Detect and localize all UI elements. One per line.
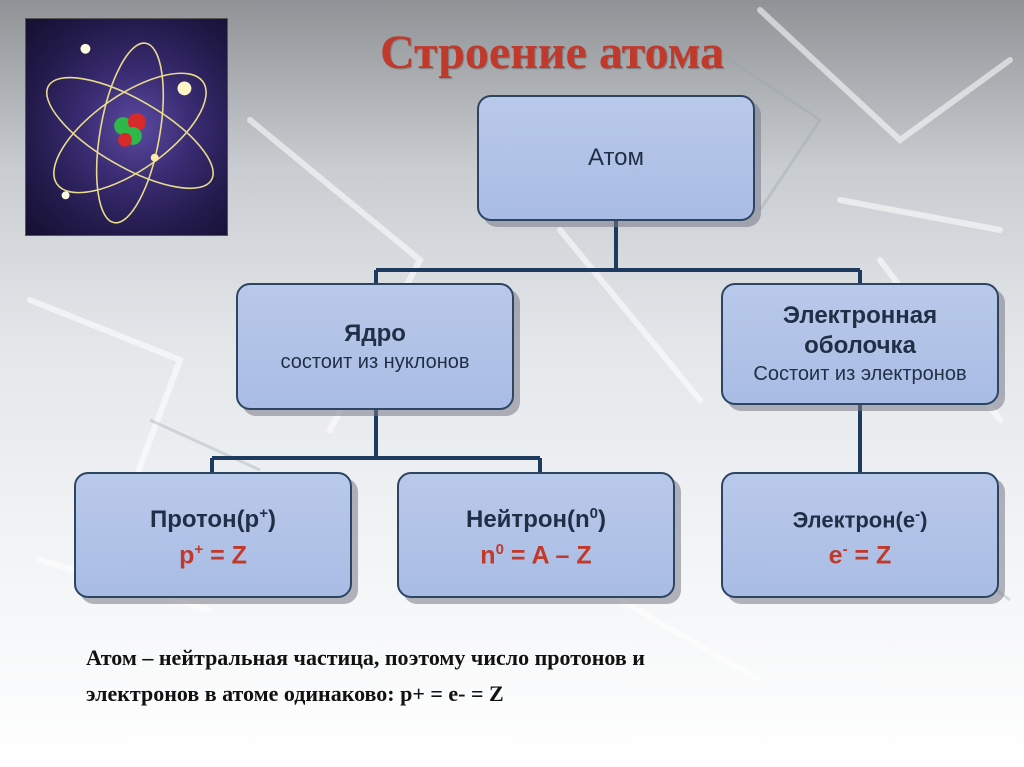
node-shell-subtitle: Состоит из электронов bbox=[753, 363, 967, 385]
node-electron: Электрон(e-) e- = Z bbox=[721, 472, 999, 598]
node-nucleus-label: Ядро bbox=[344, 319, 406, 347]
node-shell-label-line1: Электронная bbox=[782, 302, 938, 329]
node-electron-formula: e- = Z bbox=[828, 541, 892, 570]
conclusion-note-line1: Атом – нейтральная частица, поэтому числ… bbox=[86, 645, 645, 670]
node-proton: Протон(p+) p+ = Z bbox=[74, 472, 352, 598]
node-atom-label: Атом bbox=[587, 144, 645, 171]
node-neutron-label: Нейтрон(n0) bbox=[466, 505, 606, 534]
node-nucleus-subtitle: состоит из нуклонов bbox=[280, 350, 470, 373]
node-shell-label-line2: оболочка bbox=[804, 332, 916, 359]
node-electron-label: Электрон(e-) bbox=[792, 505, 928, 532]
node-proton-label: Протон(p+) bbox=[150, 505, 276, 534]
conclusion-note: Атом – нейтральная частица, поэтому числ… bbox=[86, 640, 986, 712]
node-neutron: Нейтрон(n0) n0 = A – Z bbox=[397, 472, 675, 598]
page-title: Строение атома bbox=[380, 26, 724, 79]
node-nucleus: Ядро состоит из нуклонов bbox=[236, 283, 514, 410]
node-atom: Атом bbox=[477, 95, 755, 221]
node-proton-formula: p+ = Z bbox=[179, 541, 247, 570]
atom-model-picture bbox=[25, 18, 228, 236]
conclusion-note-line2: электронов в атоме одинаково: р+ = е- = … bbox=[86, 681, 504, 706]
node-neutron-formula: n0 = A – Z bbox=[480, 541, 592, 570]
node-electron-shell: Электронная оболочка Состоит из электрон… bbox=[721, 283, 999, 405]
